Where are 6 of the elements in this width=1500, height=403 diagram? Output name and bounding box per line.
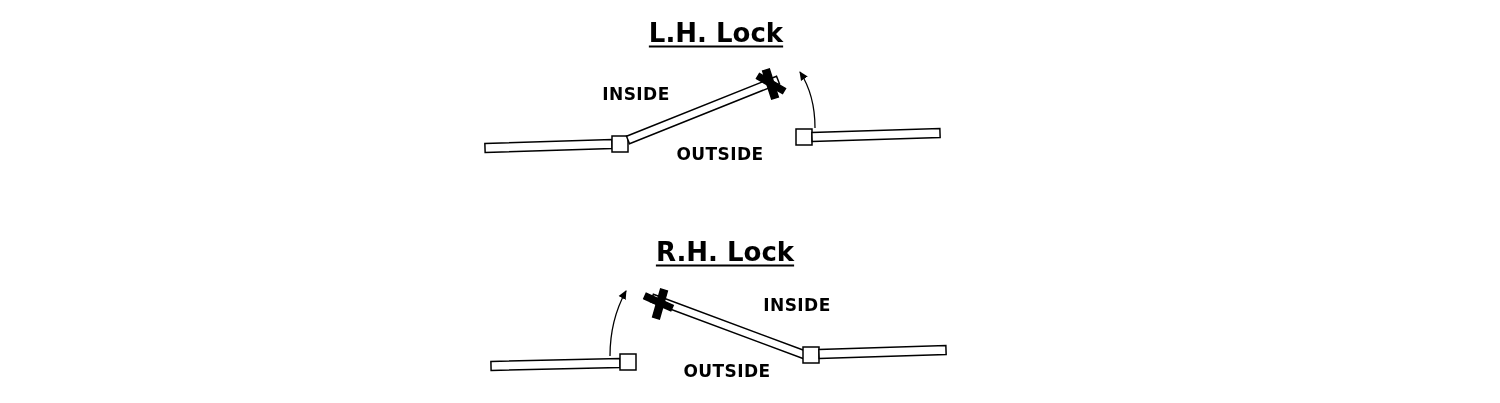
side-label: OUTSIDE (683, 360, 771, 384)
side-label: INSIDE (763, 294, 831, 318)
side-label: OUTSIDE (676, 143, 764, 167)
heading: R.H. Lock (655, 235, 795, 269)
side-label: INSIDE (602, 83, 670, 107)
heading: L.H. Lock (648, 16, 784, 50)
